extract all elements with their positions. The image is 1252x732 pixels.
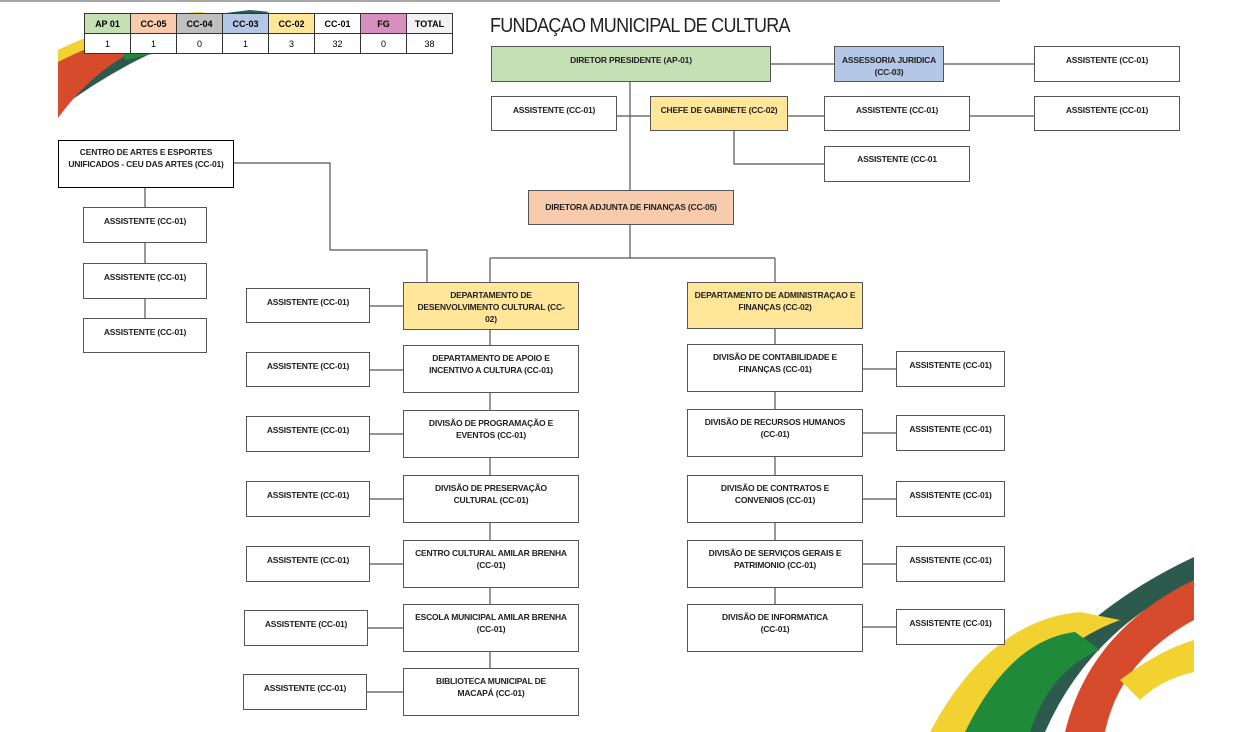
box-assistente: ASSISTENTE (CC-01) (83, 318, 207, 353)
box-dept-admin: DEPARTAMENTO DE ADMINISTRAÇAO E FINANÇAS… (687, 282, 863, 329)
legend-header: CC-03 (222, 13, 269, 34)
box-diretora-adjunta: DIRETORA ADJUNTA DE FINANÇAS (CC-05) (528, 190, 734, 225)
legend-value: 3 (268, 33, 315, 54)
box-assistente: ASSISTENTE (CC-01) (83, 263, 207, 299)
page-title: FUNDAÇAO MUNICIPAL DE CULTURA (490, 15, 791, 37)
legend-header: CC-02 (268, 13, 315, 34)
box-assistente: ASSISTENTE (CC-01) (246, 546, 370, 582)
box-assistente: ASSISTENTE (CC-01) (896, 546, 1005, 582)
box-right-unit: DIVISÃO DE SERVIÇOS GERAIS E PATRIMONIO … (687, 540, 863, 588)
legend-value: 1 (130, 33, 177, 54)
box-assistente: ASSISTENTE (CC-01) (246, 416, 370, 452)
legend-value: 0 (176, 33, 223, 54)
box-right-unit: DIVISÃO DE CONTRATOS E CONVENIOS (CC-01) (687, 475, 863, 523)
box-assistente: ASSISTENTE (CC-01) (243, 674, 367, 710)
box-right-unit: DIVISÃO DE INFORMATICA (CC-01) (687, 604, 863, 652)
legend-header: TOTAL (406, 13, 453, 34)
box-ceu-das-artes: CENTRO DE ARTES E ESPORTES UNIFICADOS - … (58, 140, 234, 188)
legend-header: CC-01 (314, 13, 361, 34)
legend-value: 1 (84, 33, 131, 54)
box-assistente: ASSISTENTE (CC-01) (244, 610, 368, 646)
box-left-unit: DIVISÃO DE PRESERVAÇÃO CULTURAL (CC-01) (403, 475, 579, 523)
legend-value: 32 (314, 33, 361, 54)
position-count-legend: AP 01 CC-05 CC-04 CC-03 CC-02 CC-01 FG T… (84, 13, 453, 54)
box-assistente: ASSISTENTE (CC-01) (896, 351, 1005, 387)
box-left-unit: BIBLIOTECA MUNICIPAL DE MACAPÁ (CC-01) (403, 668, 579, 716)
box-assessoria: ASSESSORIA JURIDICA (CC-03) (834, 46, 944, 82)
box-dept-cultural: DEPARTAMENTO DE DESENVOLVIMENTO CULTURAL… (403, 282, 579, 330)
box-assistente: ASSISTENTE (CC-01) (1034, 46, 1180, 82)
box-right-unit: DIVISÃO DE RECURSOS HUMANOS (CC-01) (687, 409, 863, 457)
legend-header: CC-04 (176, 13, 223, 34)
legend-header: CC-05 (130, 13, 177, 34)
legend-header: FG (360, 13, 407, 34)
box-assistente: ASSISTENTE (CC-01) (246, 481, 370, 517)
box-assistente: ASSISTENTE (CC-01) (824, 96, 970, 131)
box-director: DIRETOR PRESIDENTE (AP-01) (491, 46, 771, 82)
box-assistente: ASSISTENTE (CC-01) (896, 481, 1005, 517)
legend-value: 0 (360, 33, 407, 54)
box-assistente: ASSISTENTE (CC-01) (896, 415, 1005, 451)
swoosh-bottom-right (930, 557, 1194, 732)
box-assistente: ASSISTENTE (CC-01) (491, 96, 617, 131)
legend-value: 1 (222, 33, 269, 54)
box-assistente: ASSISTENTE (CC-01) (246, 352, 370, 387)
box-assistente: ASSISTENTE (CC-01) (246, 288, 370, 323)
box-left-unit: DIVISÃO DE PROGRAMAÇÃO E EVENTOS (CC-01) (403, 410, 579, 458)
box-assistente: ASSISTENTE (CC-01 (824, 146, 970, 182)
box-assistente: ASSISTENTE (CC-01) (83, 207, 207, 243)
box-left-unit: DEPARTAMENTO DE APOIO E INCENTIVO A CULT… (403, 345, 579, 393)
box-assistente: ASSISTENTE (CC-01) (1034, 96, 1180, 131)
box-left-unit: ESCOLA MUNICIPAL AMILAR BRENHA (CC-01) (403, 604, 579, 652)
legend-value: 38 (406, 33, 453, 54)
legend-header: AP 01 (84, 13, 131, 34)
box-chefe-gabinete: CHEFE DE GABINETE (CC-02) (650, 96, 788, 131)
box-left-unit: CENTRO CULTURAL AMILAR BRENHA (CC-01) (403, 540, 579, 588)
box-right-unit: DIVISÃO DE CONTABILIDADE E FINANÇAS (CC-… (687, 344, 863, 392)
box-assistente: ASSISTENTE (CC-01) (896, 609, 1005, 645)
